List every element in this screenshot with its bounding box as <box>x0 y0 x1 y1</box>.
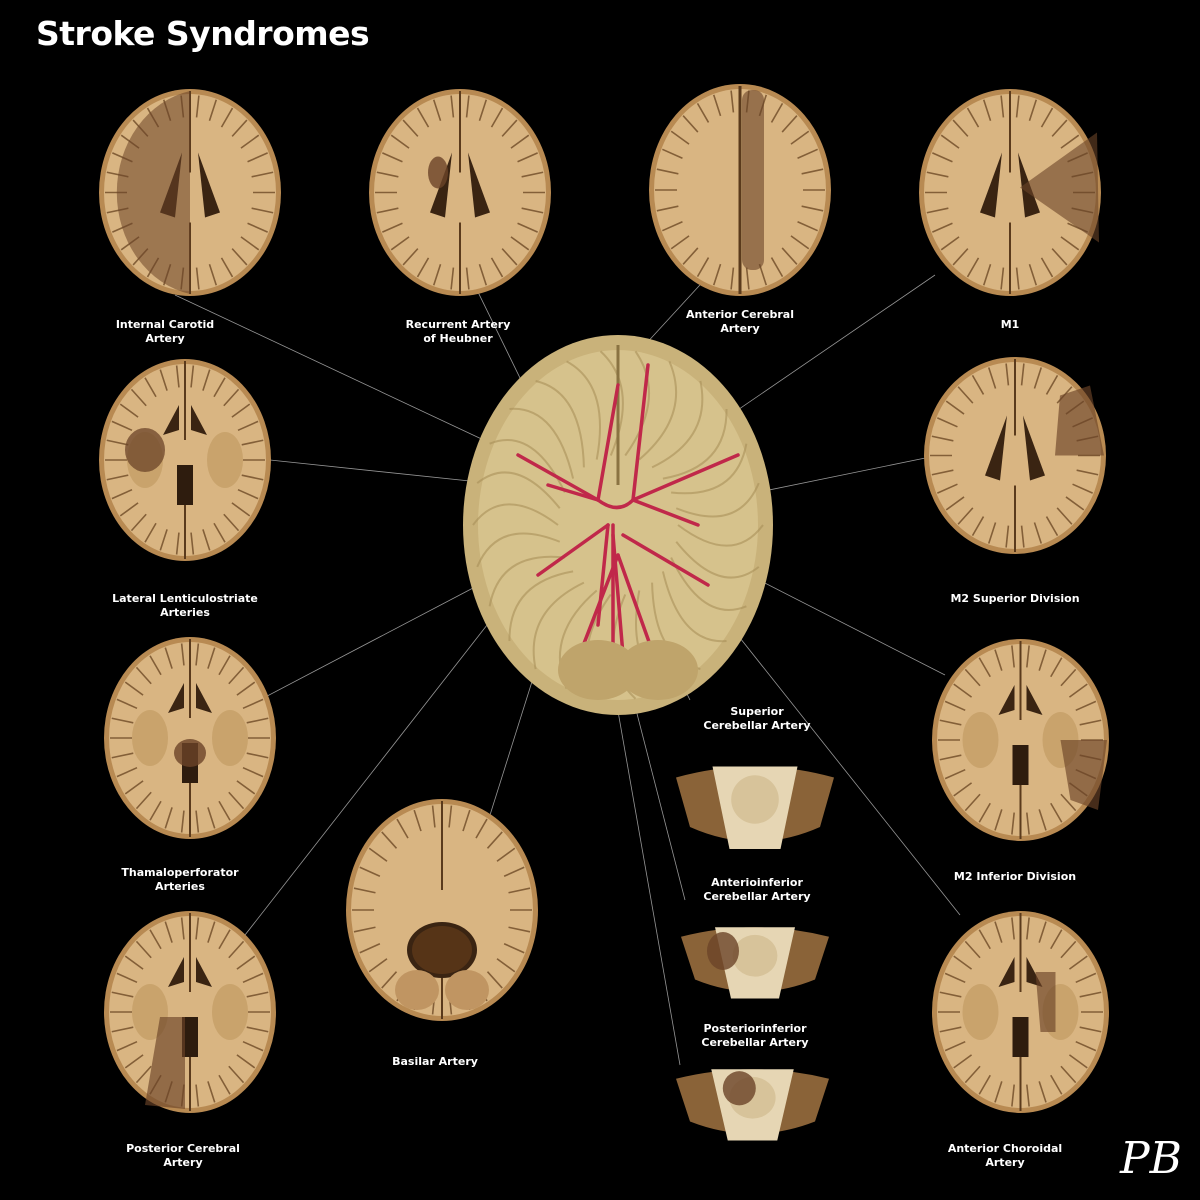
thamaloperforator-arteries-label: Thamaloperforator Arteries <box>121 866 239 893</box>
poster-title: Stroke Syndromes <box>36 14 370 53</box>
m2-inferior-division-label: M2 Inferior Division <box>953 870 1077 883</box>
anterior-cerebral-artery-label: Anterior Cerebral Artery <box>686 308 794 335</box>
anterior-choroidal-artery-label: Anterior Choroidal Artery <box>947 1142 1063 1169</box>
artist-signature: PB <box>1120 1133 1182 1184</box>
m2-superior-division-label: M2 Superior Division <box>950 592 1080 605</box>
m1-label: M1 <box>1000 318 1020 331</box>
recurrent-artery-of-heubner-slice <box>369 88 551 296</box>
internal-carotid-artery-slice <box>99 88 281 296</box>
posteriorinferior-cerebellar-artery-slice <box>675 1068 829 1140</box>
superior-cerebellar-artery-label: Superior Cerebellar Artery <box>703 705 811 732</box>
lateral-lenticulostriate-arteries-slice <box>99 359 271 561</box>
recurrent-artery-of-heubner-label: Recurrent Artery of Heubner <box>405 318 511 345</box>
basilar-artery-slice <box>346 799 538 1021</box>
anterioinferior-cerebellar-artery-slice <box>681 926 829 998</box>
posterior-cerebral-artery-slice <box>104 911 276 1113</box>
posterior-cerebral-artery-label: Posterior Cerebral Artery <box>126 1142 240 1169</box>
anterior-cerebral-artery-slice <box>649 84 831 296</box>
internal-carotid-artery-connector <box>174 294 506 451</box>
posteriorinferior-cerebellar-artery-label: Posteriorinferior Cerebellar Artery <box>701 1022 809 1049</box>
m1-slice <box>919 88 1101 296</box>
internal-carotid-artery-label: Internal Carotid Artery <box>115 318 215 345</box>
m2-superior-division-slice <box>924 356 1106 554</box>
anterior-choroidal-artery-slice <box>931 911 1109 1113</box>
anterioinferior-cerebellar-artery-label: Anterioinferior Cerebellar Artery <box>703 876 811 903</box>
posterior-cerebral-artery-connector <box>244 569 531 936</box>
lateral-lenticulostriate-arteries-label: Lateral Lenticulostriate Arteries <box>112 592 258 619</box>
m2-inferior-division-slice <box>931 639 1109 841</box>
thamaloperforator-arteries-slice <box>104 637 276 839</box>
superior-cerebellar-artery-slice <box>676 766 834 849</box>
basilar-artery-label: Basilar Artery <box>392 1055 478 1068</box>
brain-base-specimen <box>463 335 773 715</box>
